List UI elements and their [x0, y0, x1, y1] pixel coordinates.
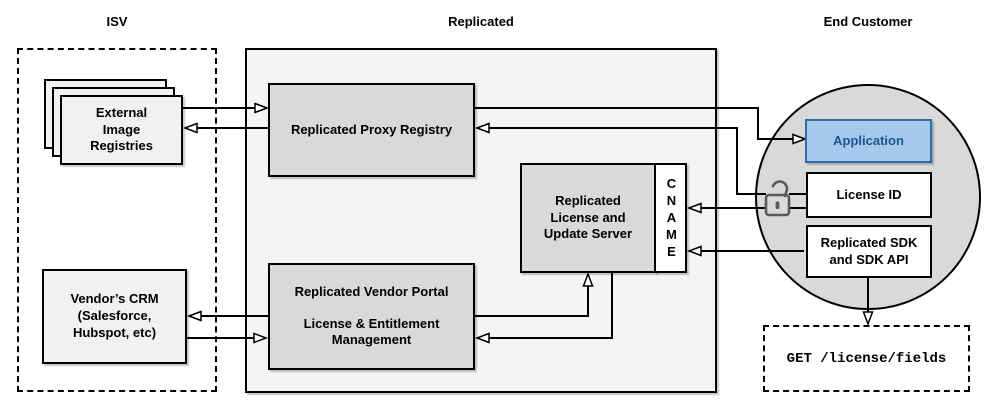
license-update-server-node: Replicated License and Update Server: [520, 163, 656, 273]
unlock-icon: [764, 180, 791, 217]
get-license-fields-node: GET /license/fields: [763, 325, 970, 392]
vendors-crm-node: Vendor’s CRM (Salesforce, Hubspot, etc): [42, 269, 187, 364]
edge-sdk-to-get-endpoint: [862, 278, 874, 327]
section-label-end-customer: End Customer: [823, 14, 913, 29]
vendor-portal-subtitle: License & Entitlement Management: [303, 315, 440, 348]
lock-to-license-connectors: [789, 193, 806, 209]
section-label-isv: ISV: [106, 14, 128, 29]
replicated-sdk-node: Replicated SDK and SDK API: [806, 225, 932, 278]
cname-node: CNAME: [654, 163, 687, 273]
vendor-portal-node: Replicated Vendor Portal License & Entit…: [268, 263, 475, 370]
vendor-portal-title: Replicated Vendor Portal: [294, 283, 449, 299]
isv-boundary: [17, 48, 217, 392]
license-id-node: License ID: [806, 172, 932, 218]
section-label-replicated: Replicated: [448, 14, 514, 29]
external-image-registries-node: External Image Registries: [60, 95, 183, 165]
application-node: Application: [805, 119, 932, 163]
proxy-registry-node: Replicated Proxy Registry: [268, 83, 475, 177]
